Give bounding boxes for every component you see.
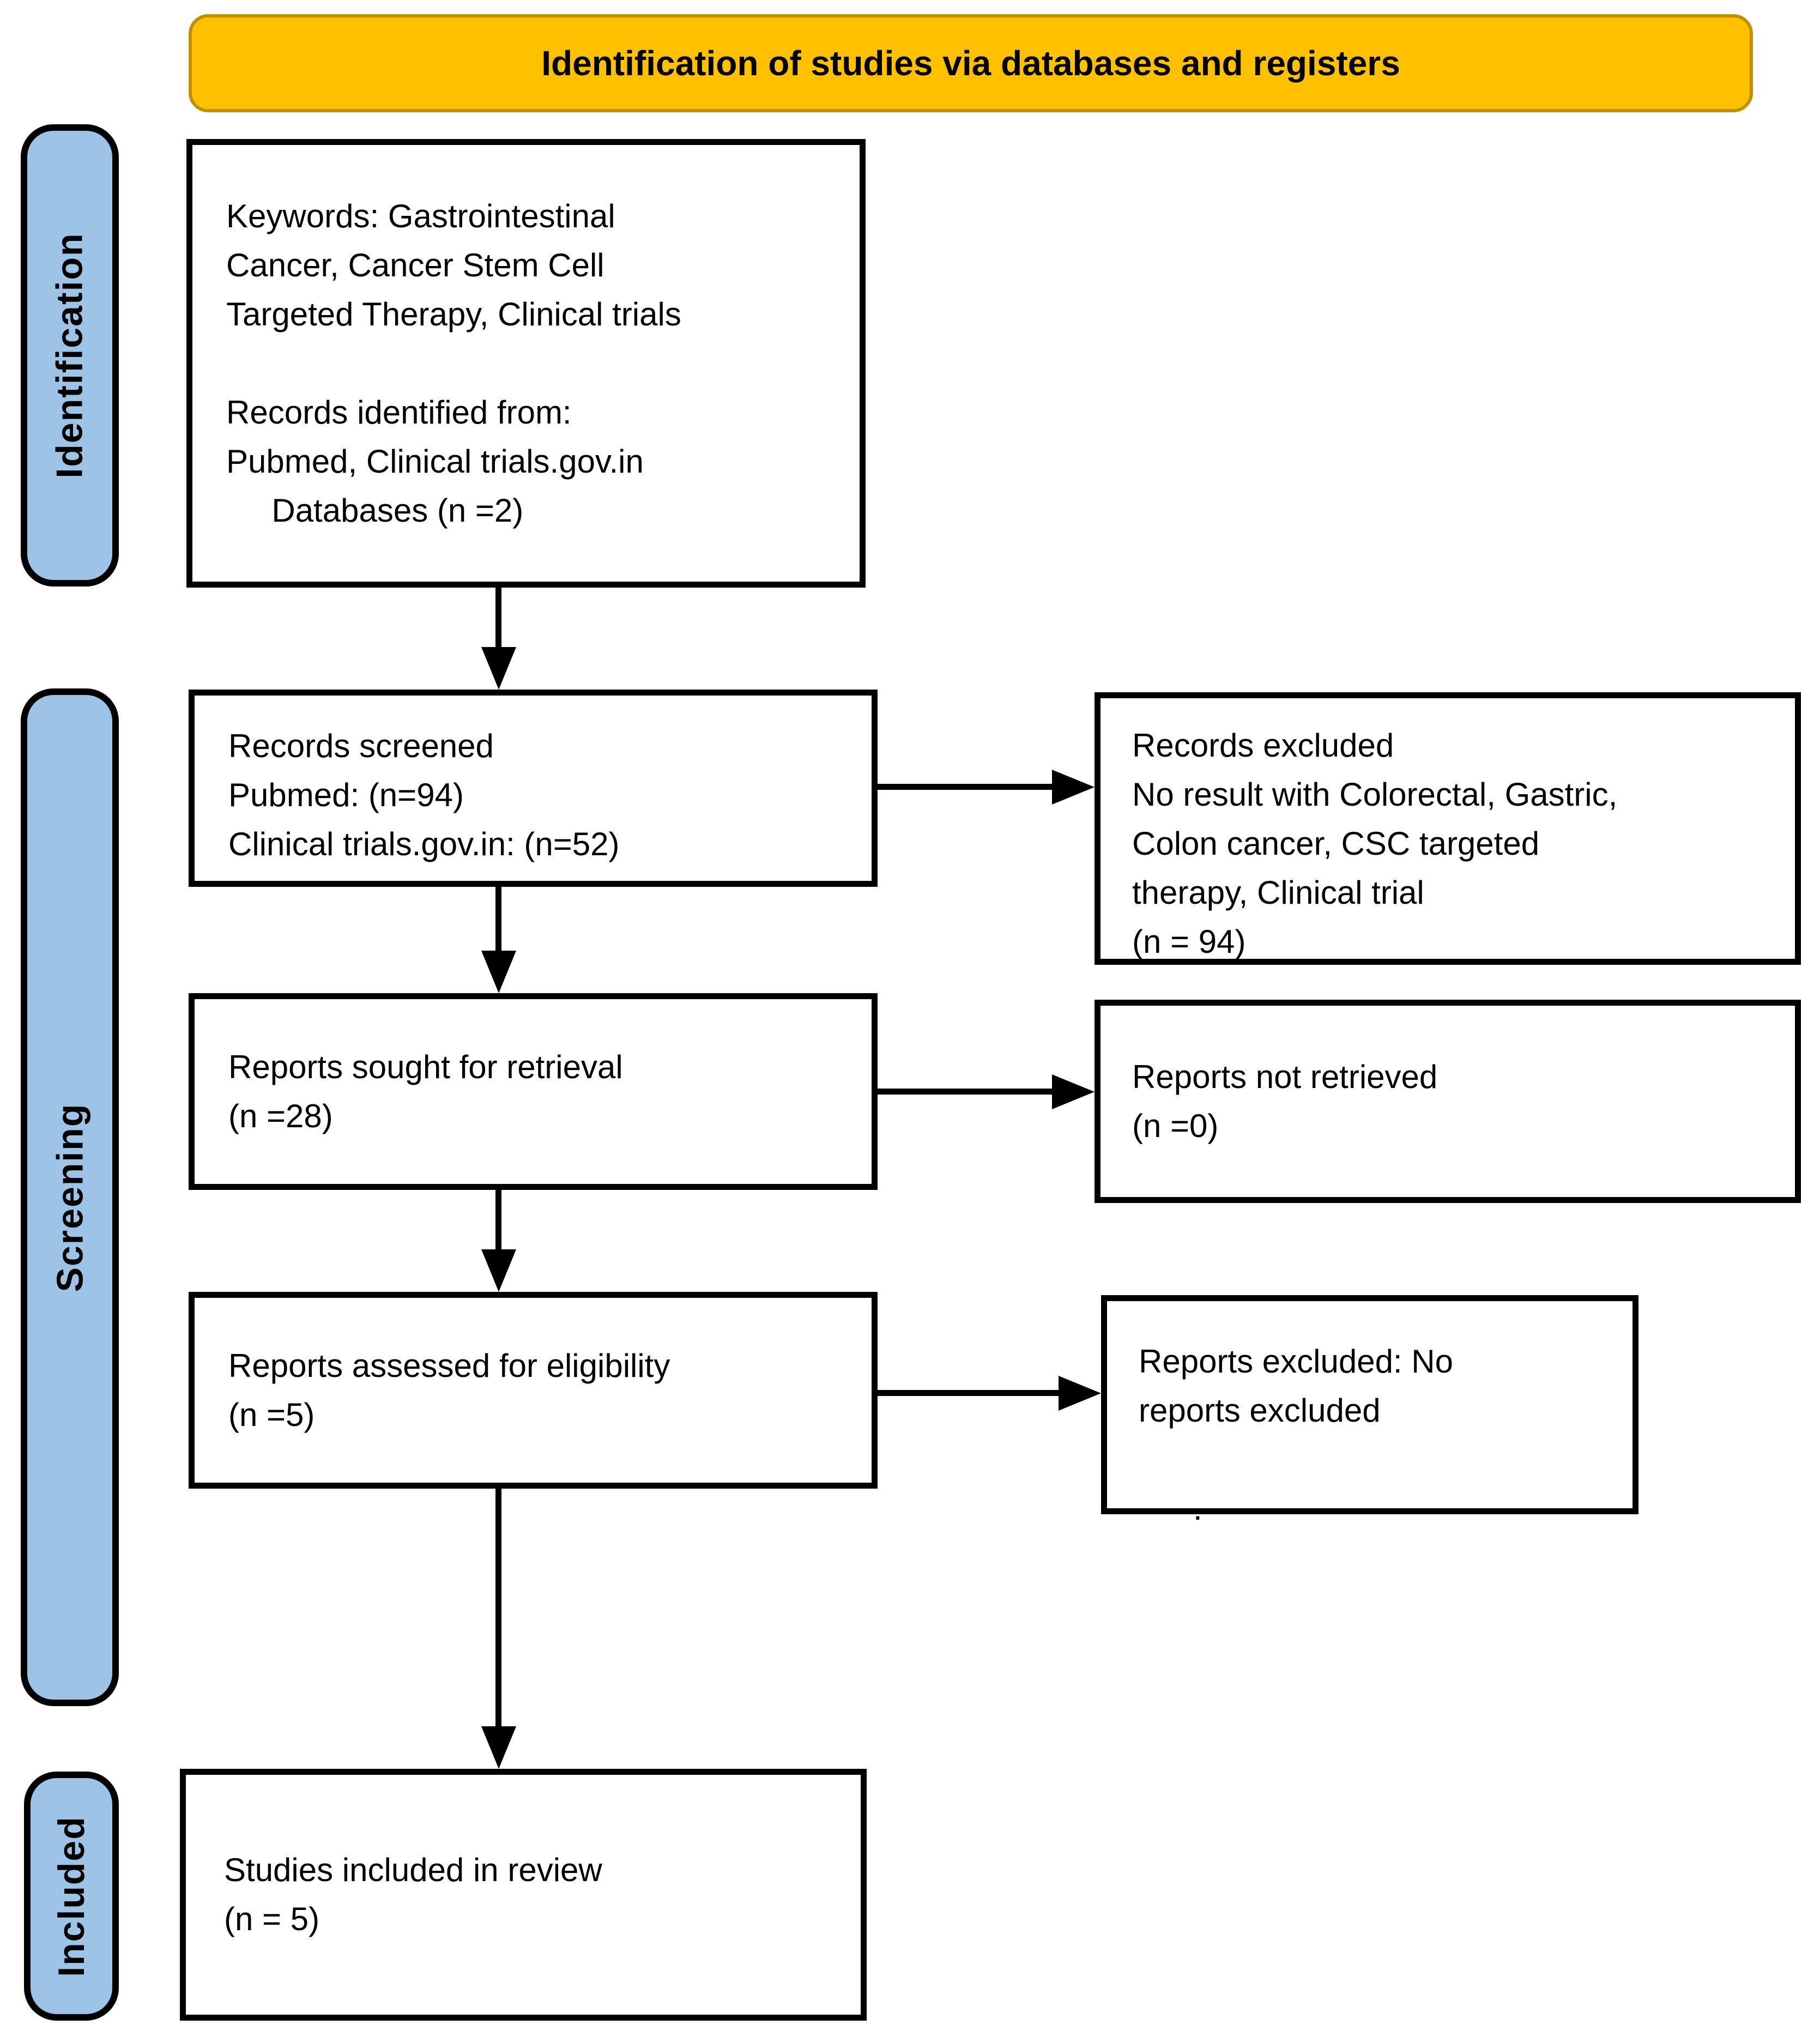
arrow-assessed-to-reports-excluded-shaft	[878, 1390, 1061, 1396]
diagram-title-banner: Identification of studies via databases …	[189, 14, 1753, 112]
box-records-excluded-text: Records excluded No result with Colorect…	[1132, 727, 1618, 960]
stage-label-screening: Screening	[21, 688, 119, 1706]
box-records-screened-text: Records screened Pubmed: (n=94) Clinical…	[228, 728, 620, 862]
box-reports-excluded: Reports excluded: No reports excluded .	[1101, 1295, 1638, 1527]
box-reports-sought: Reports sought for retrieval (n =28)	[189, 993, 878, 1190]
stage-label-identification: Identification	[21, 124, 119, 587]
stage-label-screening-text: Screening	[49, 1103, 90, 1292]
box-records-identified-text: Keywords: Gastrointestinal Cancer, Cance…	[226, 197, 681, 529]
box-reports-not-retrieved-text: Reports not retrieved (n =0)	[1132, 1058, 1438, 1144]
arrow-identified-to-screened-shaft	[495, 588, 501, 649]
arrow-sought-to-not-retrieved-head	[1052, 1074, 1095, 1109]
box-reports-excluded-text: Reports excluded: No reports excluded .	[1139, 1343, 1453, 1527]
arrow-identified-to-screened-head	[481, 647, 516, 690]
stage-label-identification-text: Identification	[49, 232, 91, 479]
arrow-screened-to-excluded-head	[1052, 770, 1095, 805]
box-reports-assessed: Reports assessed for eligibility (n =5)	[189, 1292, 878, 1489]
arrow-assessed-to-reports-excluded-head	[1059, 1376, 1101, 1411]
box-reports-sought-text: Reports sought for retrieval (n =28)	[228, 1048, 623, 1134]
arrow-sought-to-not-retrieved-shaft	[878, 1089, 1054, 1095]
box-records-identified: Keywords: Gastrointestinal Cancer, Cance…	[186, 139, 866, 588]
box-studies-included: Studies included in review (n = 5)	[180, 1769, 867, 2021]
arrow-sought-to-assessed-head	[481, 1249, 516, 1292]
box-records-excluded: Records excluded No result with Colorect…	[1095, 692, 1801, 965]
stage-label-included-text: Included	[51, 1815, 93, 1977]
arrow-screened-to-sought-head	[481, 951, 516, 993]
arrow-screened-to-excluded-shaft	[878, 784, 1054, 790]
box-reports-not-retrieved: Reports not retrieved (n =0)	[1095, 1000, 1801, 1203]
box-reports-assessed-text: Reports assessed for eligibility (n =5)	[228, 1347, 670, 1433]
arrow-assessed-to-included-shaft	[495, 1489, 501, 1729]
stage-label-included: Included	[24, 1772, 119, 2021]
arrow-assessed-to-included-head	[481, 1726, 516, 1769]
box-studies-included-text: Studies included in review (n = 5)	[224, 1852, 602, 1937]
diagram-title: Identification of studies via databases …	[541, 44, 1400, 83]
arrow-sought-to-assessed-shaft	[495, 1190, 501, 1251]
arrow-screened-to-sought-shaft	[495, 887, 501, 952]
box-records-screened: Records screened Pubmed: (n=94) Clinical…	[189, 690, 878, 887]
